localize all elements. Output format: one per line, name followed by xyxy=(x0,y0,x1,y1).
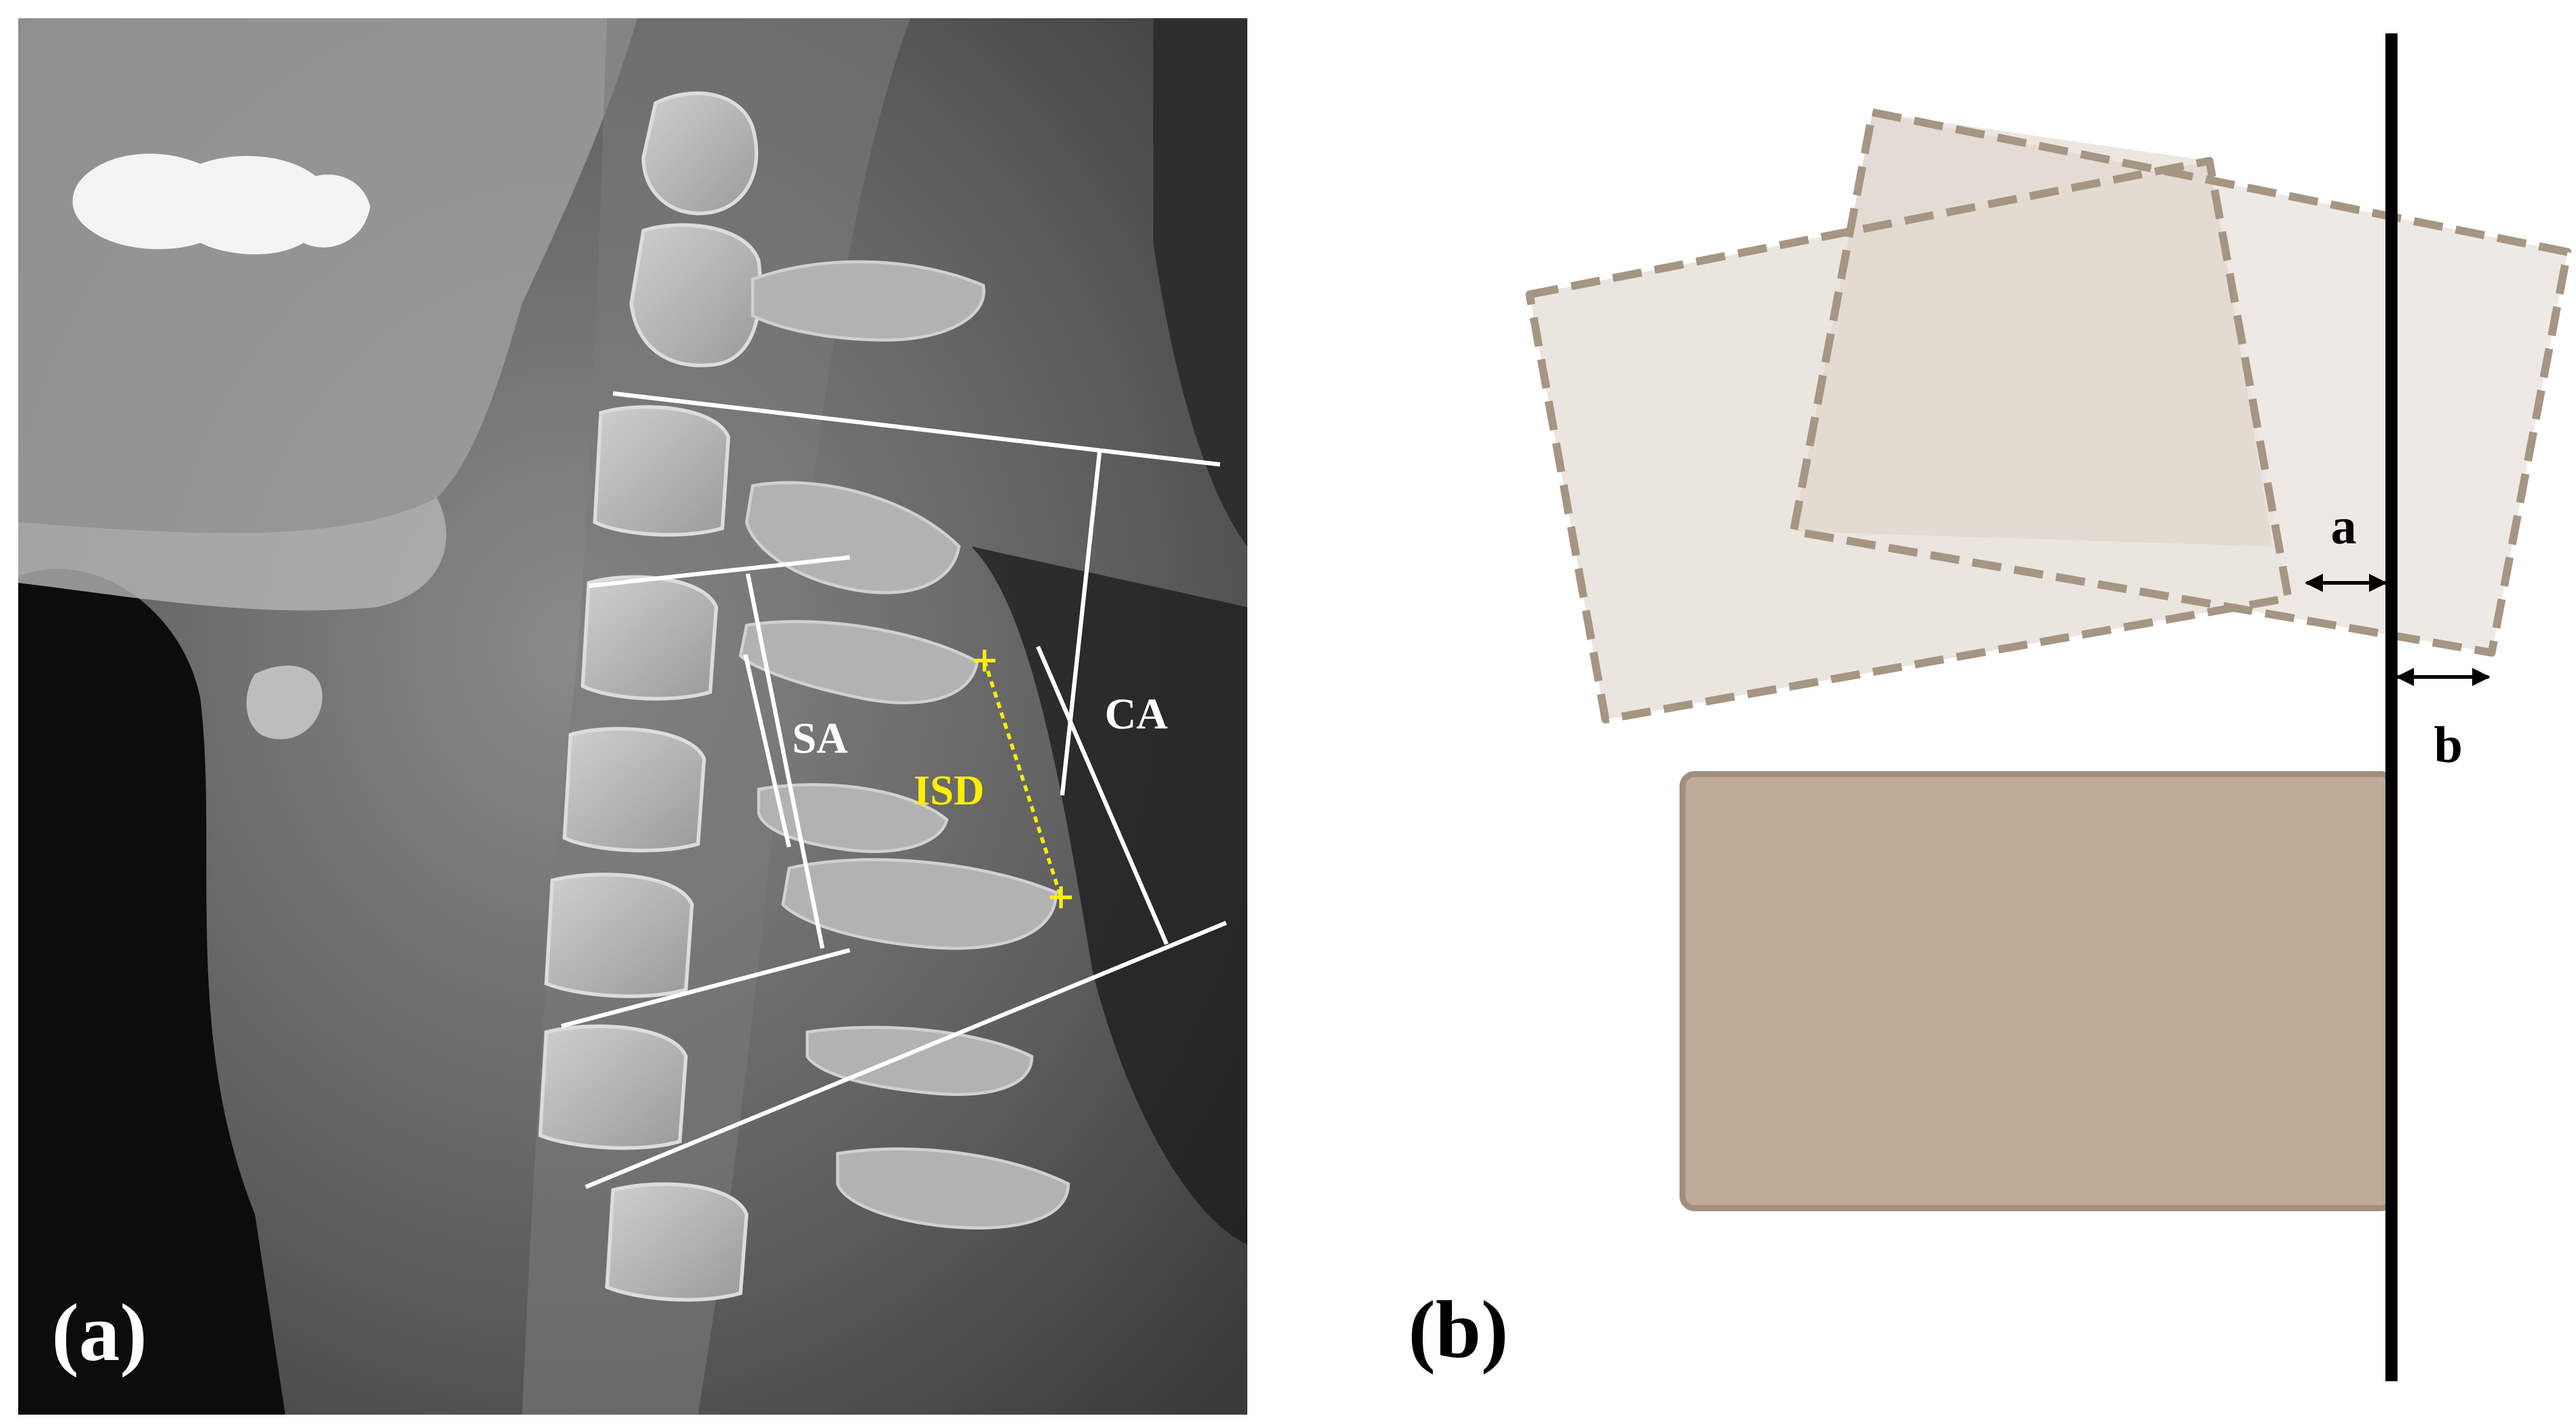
ca-perpendicular-upper xyxy=(1060,449,1102,796)
c2-endplate-line xyxy=(612,391,1221,467)
sa-label: SA xyxy=(792,714,848,763)
isd-measure xyxy=(974,650,1072,908)
reference-vertebra xyxy=(1679,771,2396,1211)
overlap-region xyxy=(1794,112,2273,546)
spinous-processes xyxy=(739,260,1070,1229)
distance-b-label: b xyxy=(2434,716,2462,773)
c7-endplate-line xyxy=(585,920,1227,1189)
cobb-angle-lines xyxy=(585,391,1227,1189)
panel-a-label: (a) xyxy=(52,1288,147,1378)
panel-b-label: (b) xyxy=(1408,1285,1508,1375)
sa-perpendicular-lower xyxy=(743,654,791,848)
isd-label: ISD xyxy=(913,767,985,814)
ca-label: CA xyxy=(1105,690,1168,738)
panel-b: a b (b) xyxy=(1408,33,2572,1381)
sa-lower-line xyxy=(561,948,850,1028)
dental-filling xyxy=(72,154,370,254)
ca-perpendicular-lower xyxy=(1035,645,1169,945)
cervical-spine xyxy=(538,91,762,1302)
sa-upper-line xyxy=(588,555,850,588)
sa-perpendicular-upper xyxy=(745,573,825,949)
panel-a: SA CA ISD (a) xyxy=(18,18,1247,1415)
segmental-angle-lines xyxy=(561,555,850,1028)
xray-image xyxy=(18,18,1247,1415)
distance-a-label: a xyxy=(2331,498,2357,555)
